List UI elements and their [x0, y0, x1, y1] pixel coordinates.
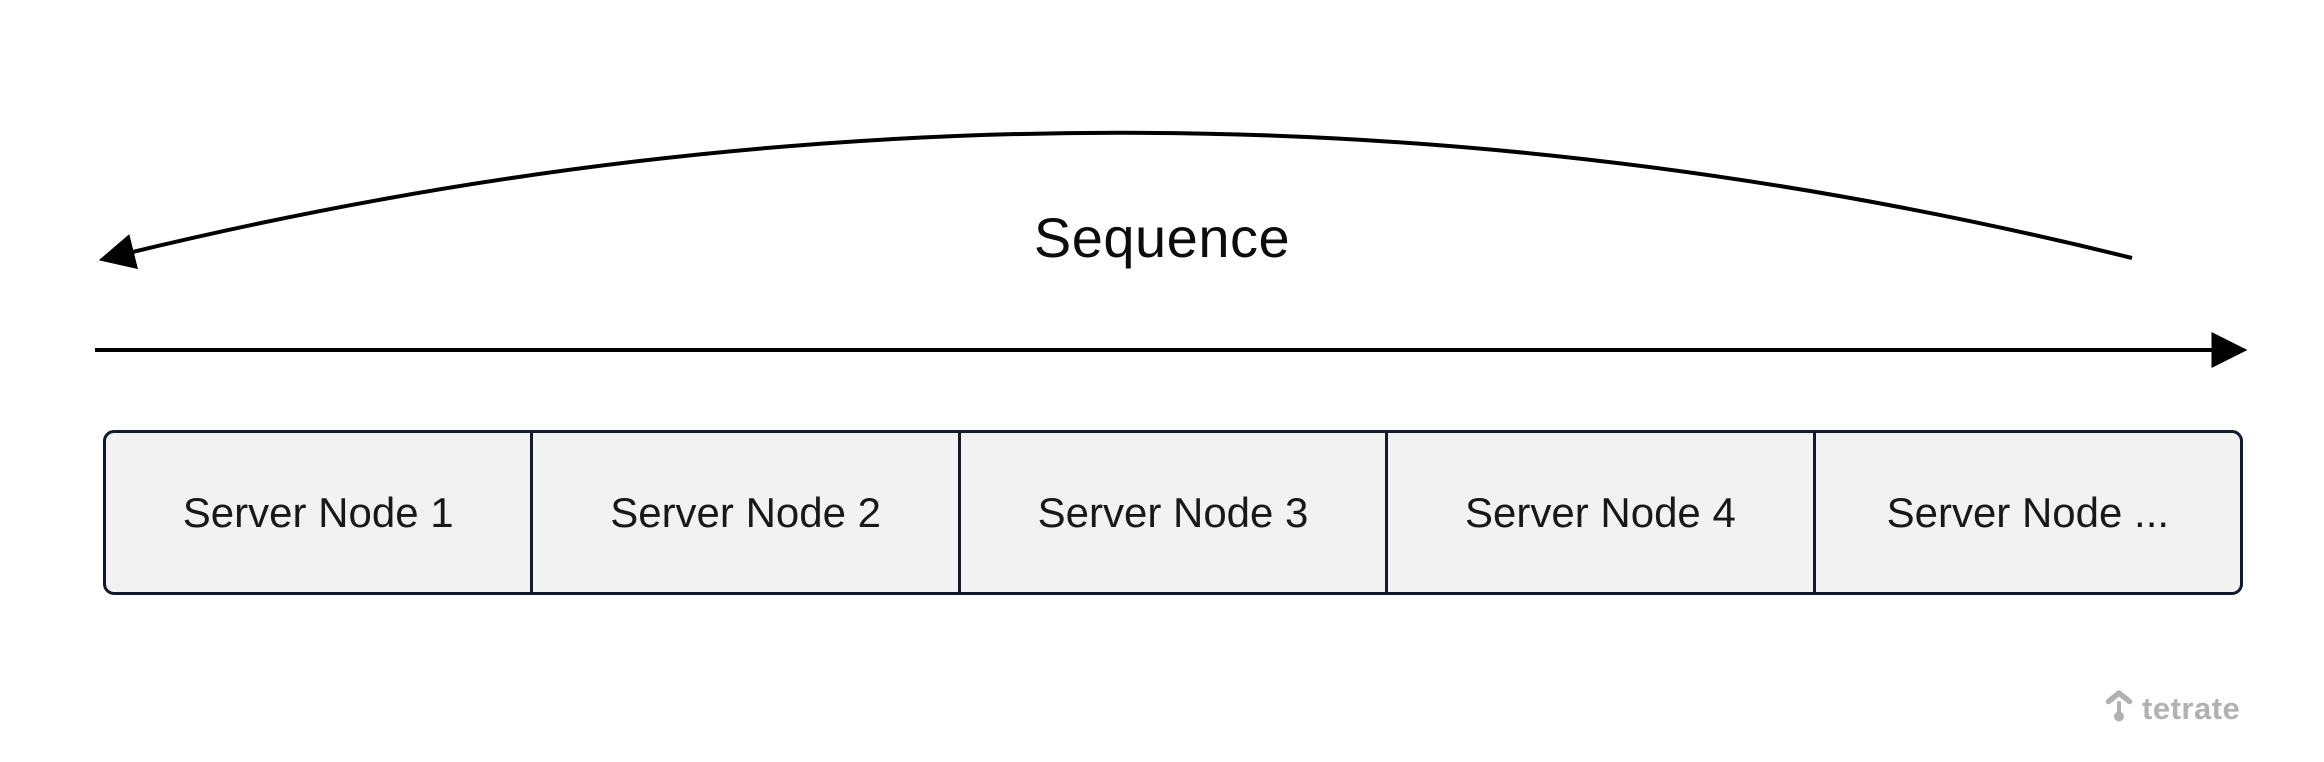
server-node-label: Server Node 2 — [610, 488, 882, 536]
server-node-label: Server Node 4 — [1465, 488, 1736, 536]
tetrate-logo: tetrate — [2104, 688, 2240, 724]
server-node-more: Server Node ... — [1816, 433, 2240, 592]
server-node-3: Server Node 3 — [961, 433, 1389, 592]
tetrate-arrow-icon — [2105, 690, 2133, 722]
server-node-label: Server Node 3 — [1037, 488, 1309, 536]
server-node-1: Server Node 1 — [106, 433, 534, 592]
sequence-return-arrow — [98, 130, 2133, 270]
sequence-label: Sequence — [1033, 206, 1291, 269]
server-node-label: Server Node 1 — [182, 488, 454, 536]
server-node-4: Server Node 4 — [1388, 433, 1816, 592]
server-node-row: Server Node 1 Server Node 2 Server Node … — [103, 430, 2243, 595]
tetrate-wordmark: tetrate — [2142, 690, 2241, 726]
server-node-2: Server Node 2 — [533, 433, 961, 592]
server-node-label: Server Node ... — [1886, 488, 2170, 536]
